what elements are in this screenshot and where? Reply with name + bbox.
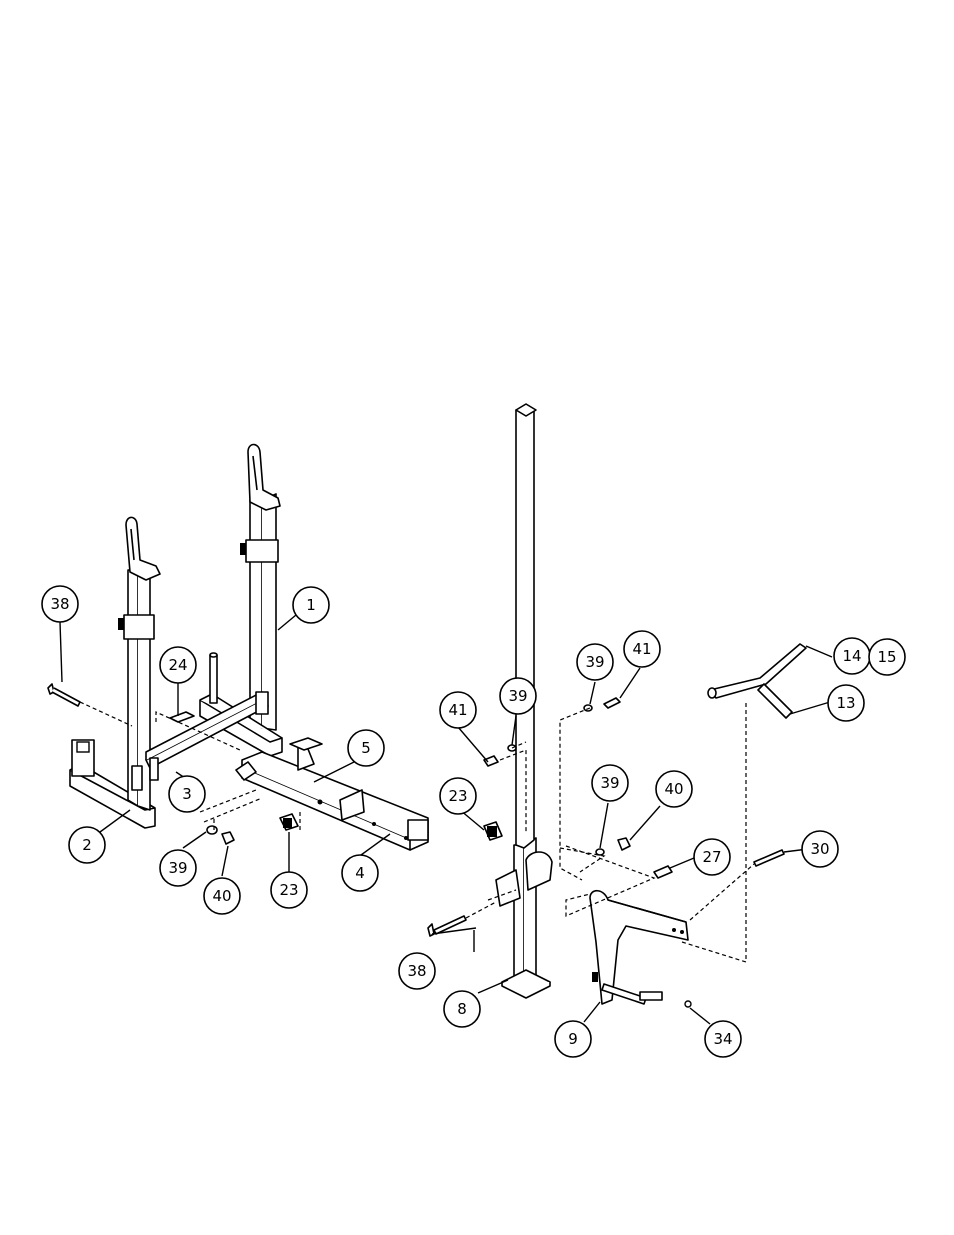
callout-23-left: 23 bbox=[271, 872, 307, 908]
callout-13: 13 bbox=[828, 685, 864, 721]
callout-30: 30 bbox=[802, 831, 838, 867]
callout-41-right: 41 bbox=[624, 631, 660, 667]
callout-39-lower-right-label: 39 bbox=[600, 774, 619, 792]
callout-1-label: 1 bbox=[306, 596, 316, 614]
callout-39-center-label: 39 bbox=[508, 687, 527, 705]
callout-38-left: 38 bbox=[42, 586, 78, 622]
callout-40-left: 40 bbox=[204, 878, 240, 914]
callout-40-right: 40 bbox=[656, 771, 692, 807]
callout-9: 9 bbox=[555, 1021, 591, 1057]
callout-39-left: 39 bbox=[160, 850, 196, 886]
callout-39-upper-right: 39 bbox=[577, 644, 613, 680]
callout-39-center: 39 bbox=[500, 678, 536, 714]
callout-39-left-label: 39 bbox=[168, 859, 187, 877]
callout-23-right-label: 23 bbox=[448, 787, 467, 805]
callout-38-right: 38 bbox=[399, 953, 435, 989]
callout-40-left-label: 40 bbox=[212, 887, 231, 905]
callout-23-right: 23 bbox=[440, 778, 476, 814]
callout-34-label: 34 bbox=[713, 1030, 732, 1048]
callout-8: 8 bbox=[444, 991, 480, 1027]
callout-27: 27 bbox=[694, 839, 730, 875]
callout-15-label: 15 bbox=[877, 648, 896, 666]
callout-3-label: 3 bbox=[182, 785, 192, 803]
callout-38-right-label: 38 bbox=[407, 962, 426, 980]
callout-41-left-label: 41 bbox=[448, 701, 467, 719]
callout-1: 1 bbox=[293, 587, 329, 623]
callout-4-label: 4 bbox=[355, 864, 365, 882]
callout-27-label: 27 bbox=[702, 848, 721, 866]
callout-39-lower-right: 39 bbox=[592, 765, 628, 801]
callout-40-right-label: 40 bbox=[664, 780, 683, 798]
callout-14-label: 14 bbox=[842, 647, 861, 665]
callout-39-upper-right-label: 39 bbox=[585, 653, 604, 671]
callout-4: 4 bbox=[342, 855, 378, 891]
callout-2: 2 bbox=[69, 827, 105, 863]
callout-2-label: 2 bbox=[82, 836, 92, 854]
callout-15: 15 bbox=[869, 639, 905, 675]
callout-5-label: 5 bbox=[361, 739, 371, 757]
callout-3: 3 bbox=[169, 776, 205, 812]
callout-41-left: 41 bbox=[440, 692, 476, 728]
callout-38-left-label: 38 bbox=[50, 595, 69, 613]
callout-24-label: 24 bbox=[168, 656, 187, 674]
callout-5: 5 bbox=[348, 730, 384, 766]
callout-9-label: 9 bbox=[568, 1030, 578, 1048]
callout-14: 14 bbox=[834, 638, 870, 674]
callout-41-right-label: 41 bbox=[632, 640, 651, 658]
bench-rail bbox=[236, 738, 428, 850]
leg-developer-assembly bbox=[428, 404, 806, 1007]
callout-23-left-label: 23 bbox=[279, 881, 298, 899]
callout-30-label: 30 bbox=[810, 840, 829, 858]
callout-34: 34 bbox=[705, 1021, 741, 1057]
callout-8-label: 8 bbox=[457, 1000, 467, 1018]
callout-24: 24 bbox=[160, 647, 196, 683]
callout-13-label: 13 bbox=[836, 694, 855, 712]
